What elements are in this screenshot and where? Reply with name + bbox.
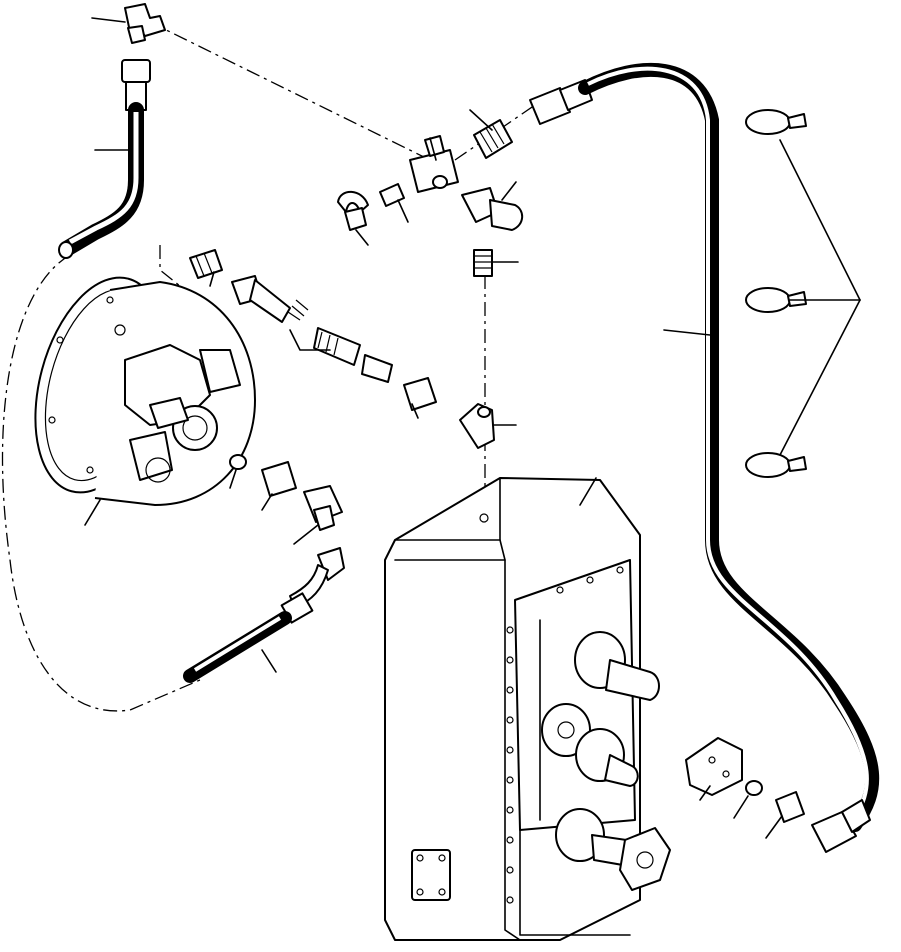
- left-lower-hose: [183, 547, 345, 683]
- pump-side-fittings: [229, 454, 343, 531]
- long-right-hose: [529, 62, 880, 853]
- hydraulic-pump: [34, 276, 256, 506]
- vertical-nipple: [473, 249, 493, 277]
- guide-line-top-elbow-to-tee: [149, 21, 431, 161]
- transmission-case: [384, 477, 671, 941]
- adapter-fitting-upper: [473, 119, 513, 159]
- right-bottom-fittings: [685, 737, 805, 823]
- elbow-fitting-right: [461, 187, 524, 231]
- left-upper-hose: [58, 59, 151, 259]
- callout-leader-lines: [84, 17, 861, 839]
- lower-elbow-fitting: [459, 403, 495, 449]
- middle-hose-assembly: [189, 249, 437, 411]
- hose-clamps: [745, 109, 807, 478]
- top-elbow-fitting: [124, 3, 166, 44]
- tee-fitting: [409, 135, 459, 193]
- small-fitting-and-clip: [337, 183, 405, 231]
